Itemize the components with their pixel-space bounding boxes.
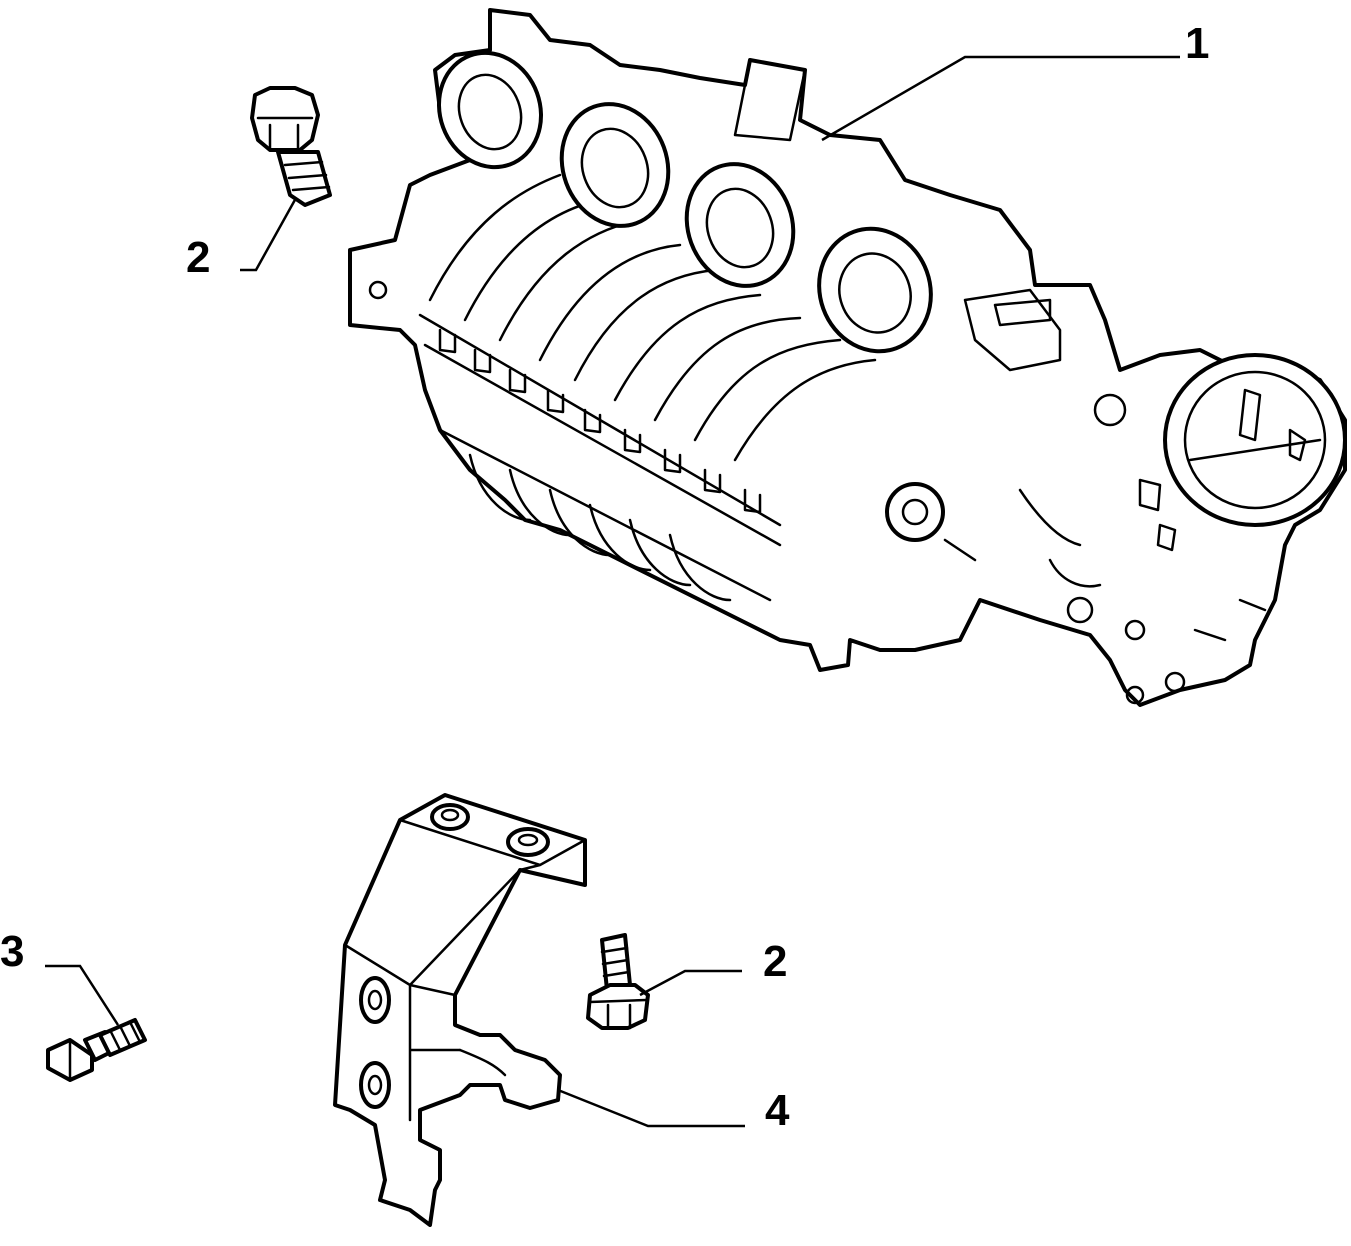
leader-line-4	[557, 1088, 745, 1128]
callouts: 1 2 2 3 4	[0, 19, 1209, 1135]
stud	[46, 1018, 147, 1082]
bracket	[333, 793, 587, 1227]
runner-port	[817, 226, 933, 354]
callout-2-top: 2	[186, 233, 210, 282]
leader-line-3	[45, 964, 120, 1026]
leader-lines	[45, 55, 1180, 1128]
callout-4: 4	[765, 1086, 790, 1135]
runner-port	[684, 162, 796, 288]
bolt	[250, 86, 332, 207]
throttle-body	[1018, 353, 1347, 705]
callout-1: 1	[1185, 19, 1209, 68]
leader-line-2-lower	[639, 969, 742, 997]
intake-manifold	[348, 8, 1347, 707]
bolt	[586, 933, 650, 1030]
callout-3: 3	[0, 927, 24, 976]
leader-line-2-top	[240, 197, 298, 272]
leader-line-1	[821, 55, 1180, 142]
callout-2-lower: 2	[763, 937, 787, 986]
runner-port	[559, 102, 671, 228]
runner-port	[436, 50, 544, 170]
